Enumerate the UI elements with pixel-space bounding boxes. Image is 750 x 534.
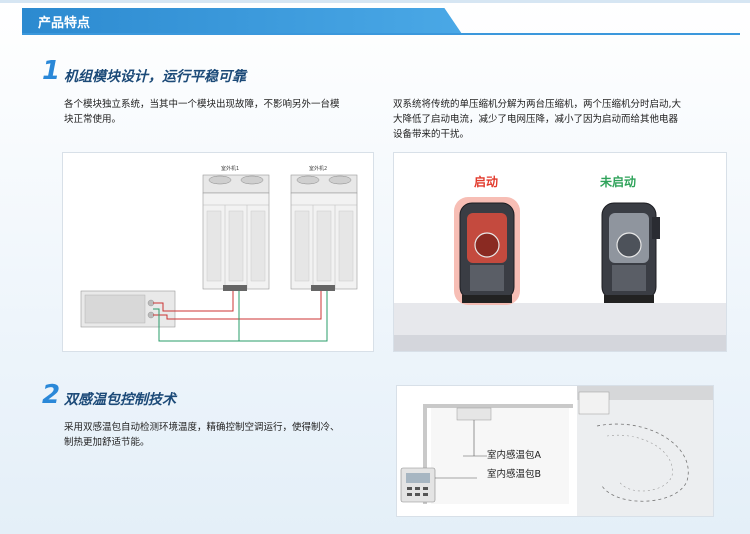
outdoor-units-diagram: 室外机1 室外机2 [62, 152, 374, 352]
section1-left-text: 各个模块独立系统，当其中一个模块出现故障，不影响另外一台模 块正常使用。 [64, 97, 384, 127]
top-divider [0, 0, 750, 3]
section1-title: 机组模块设计，运行平稳可靠 [64, 69, 246, 85]
section2-text: 采用双感温包自动检测环境温度，精确控制空调运行，使得制冷、 制热更加舒适节能。 [64, 420, 384, 450]
section2-title: 双感温包控制技术 [64, 392, 176, 408]
text-line: 块正常使用。 [64, 114, 122, 125]
text-line: 各个模块独立系统，当其中一个模块出现故障，不影响另外一台模 [64, 99, 340, 110]
text-line: 大降低了启动电流，减少了电网压降，减小了因为启动而给其他电器 [393, 114, 679, 125]
dual-sensor-diagram: 室内感温包A 室内感温包B [396, 385, 714, 517]
sensor-label-b: 室内感温包B [487, 469, 542, 480]
outdoor-units-illustration: 室外机1 室外机2 [80, 165, 358, 342]
header-underline [22, 33, 740, 35]
compressor-comparison-panel: 启动 未启动 [393, 152, 727, 352]
compressor-started [454, 197, 520, 305]
section1-right-text: 双系统将传统的单压缩机分解为两台压缩机，两个压缩机分时启动,大 大降低了启动电流… [393, 97, 743, 142]
label-started: 启动 [474, 175, 499, 189]
section2-number: 2 [42, 380, 61, 410]
unit-label-2: 室外机2 [309, 165, 327, 172]
refrigerant-pipes [153, 291, 328, 342]
section1-number: 1 [42, 56, 61, 86]
text-line: 制热更加舒适节能。 [64, 437, 150, 448]
unit-label-1: 室外机1 [221, 165, 239, 172]
outdoor-unit-2 [290, 174, 358, 291]
text-line: 双系统将传统的单压缩机分解为两台压缩机，两个压缩机分时启动,大 [393, 99, 682, 110]
text-line: 设备带来的干扰。 [393, 129, 470, 140]
text-line: 采用双感温包自动检测环境温度，精确控制空调运行，使得制冷、 [64, 422, 340, 433]
indoor-unit [80, 290, 176, 328]
compressor-illustration [394, 197, 726, 351]
sensor-room-illustration [400, 386, 713, 516]
outdoor-unit-1 [202, 174, 270, 291]
label-not-started: 未启动 [600, 175, 637, 189]
header-title: 产品特点 [38, 16, 91, 31]
header-banner [22, 8, 462, 34]
sensor-label-a: 室内感温包A [487, 450, 541, 461]
compressor-not-started [601, 202, 660, 303]
